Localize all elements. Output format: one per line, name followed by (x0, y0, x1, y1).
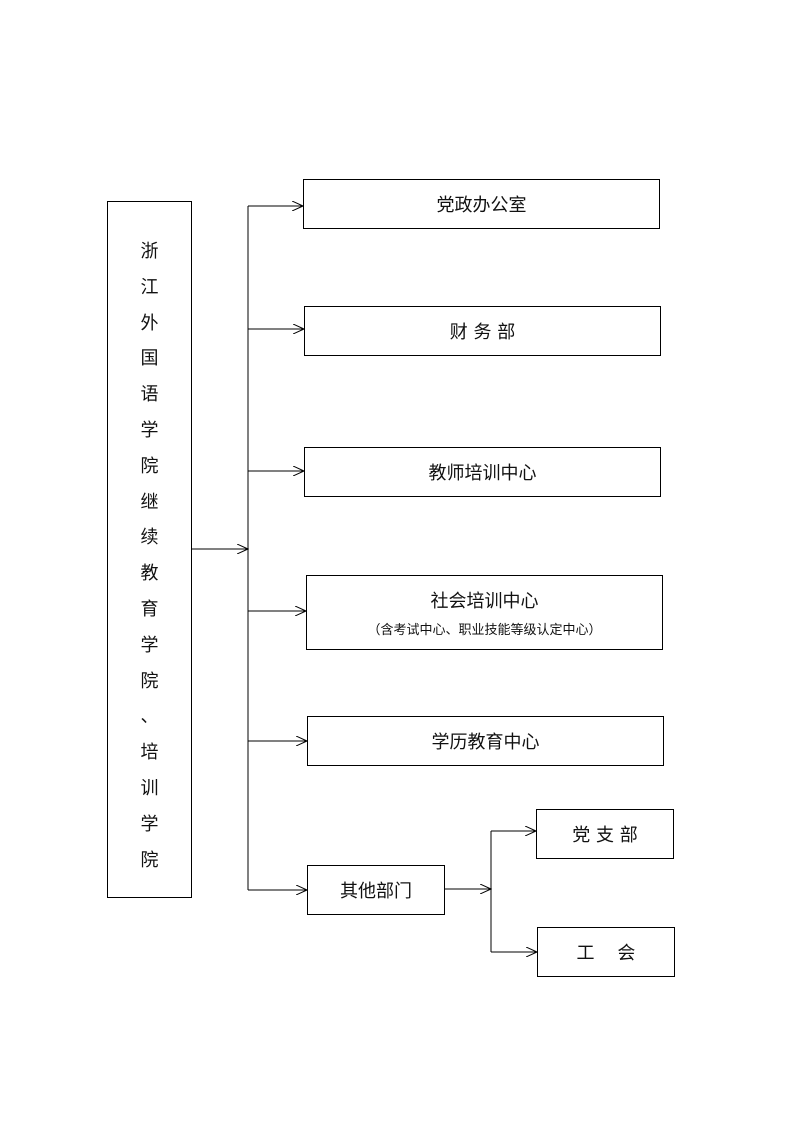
root-char: 育 (140, 598, 159, 620)
root-char: 学 (140, 634, 159, 656)
root-char: 浙 (140, 241, 159, 262)
root-char: 学 (140, 813, 159, 835)
node-label: 学历教育中心 (431, 732, 540, 753)
node-teacher-training: 教师培训中心 (304, 447, 661, 497)
root-char: 江 (140, 276, 159, 298)
node-label: 其他部门 (340, 881, 412, 902)
node-label: 财 务 部 (449, 322, 516, 343)
node-finance: 财 务 部 (304, 306, 661, 356)
node-union: 工 会 (537, 927, 675, 977)
node-label: 教师培训中心 (428, 463, 537, 484)
root-char: 学 (140, 419, 159, 441)
node-social-training: 社会培训中心 （含考试中心、职业技能等级认定中心） (306, 575, 663, 650)
root-char: 院 (140, 849, 159, 871)
node-other-departments: 其他部门 (307, 865, 445, 915)
root-char: 院 (140, 670, 159, 692)
root-char: 训 (140, 777, 159, 799)
root-node: 浙江外国语学院继续教育学院、培训学院 (107, 201, 192, 898)
root-char: 培 (140, 742, 159, 764)
root-char: 续 (140, 527, 159, 549)
root-char: 继 (140, 491, 159, 513)
node-party-branch: 党 支 部 (536, 809, 674, 859)
node-party-office: 党政办公室 (303, 179, 660, 229)
root-char: 外 (140, 312, 159, 334)
root-char: 国 (140, 348, 159, 370)
node-note: （含考试中心、职业技能等级认定中心） (367, 623, 602, 638)
node-label: 党 支 部 (572, 825, 638, 846)
node-label: 工 会 (576, 943, 636, 964)
node-label: 党政办公室 (436, 195, 527, 216)
root-char: 教 (140, 563, 159, 585)
node-degree-education: 学历教育中心 (307, 716, 664, 766)
root-char: 语 (140, 384, 159, 406)
root-char: 院 (140, 455, 159, 477)
root-char: 、 (140, 706, 159, 728)
node-label: 社会培训中心 (430, 591, 539, 612)
